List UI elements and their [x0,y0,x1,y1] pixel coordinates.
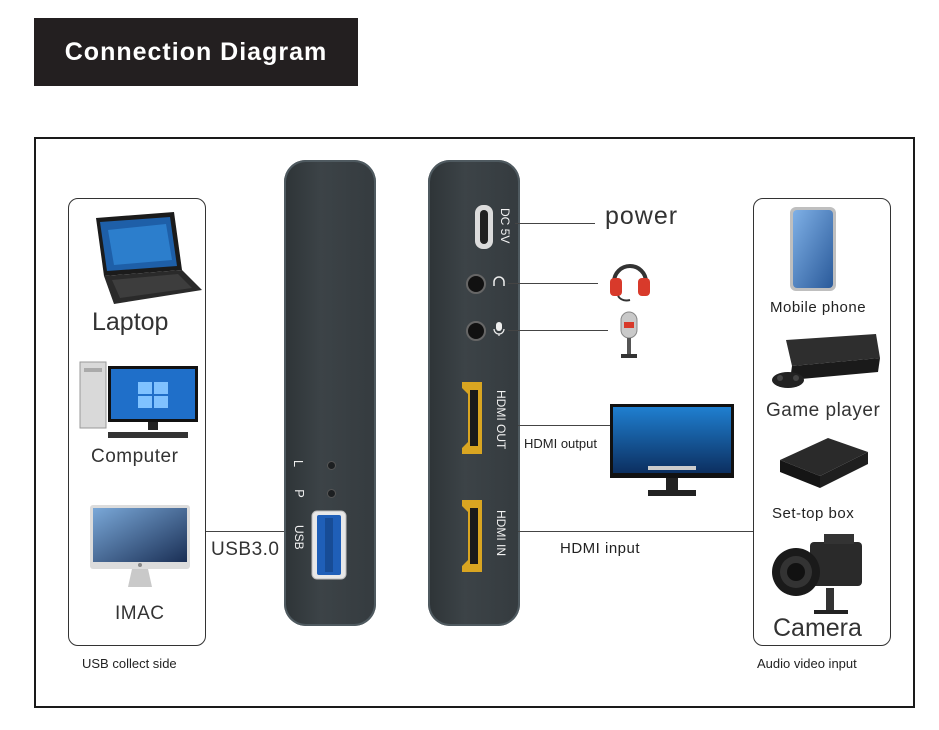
imac-label: IMAC [115,603,165,624]
laptop-icon [96,212,202,304]
audio-video-input-caption: Audio video input [757,656,857,671]
set-top-box-label: Set-top box [772,505,855,522]
hdmi-output-line [518,425,610,426]
hdmi-in-port-icon [462,500,482,572]
power-line [515,223,595,224]
headphone-symbol-icon [493,276,505,286]
headphone-line [508,283,598,284]
microphone-icon [620,311,638,358]
desktop-computer-icon [79,361,198,438]
indicator-l-label: L [291,459,307,468]
usb-port-label: USB [292,525,306,550]
dc5v-label: DC 5V [498,208,512,244]
hdmi-input-label: HDMI input [560,540,641,557]
computer-label: Computer [91,446,179,467]
hdmi-out-label: HDMI OUT [494,390,508,450]
power-label: power [605,202,679,230]
dc-power-port-icon [475,205,493,249]
usb-port-icon [311,510,347,580]
usb-connection-line [206,531,288,532]
page-title-text: Connection Diagram [64,37,328,66]
set-top-box-icon [780,438,868,488]
camera-label: Camera [773,614,862,642]
hdmi-out-port-icon [462,382,482,454]
imac-icon [90,505,190,587]
mic-jack-icon [466,321,486,341]
page-title: Connection Diagram [34,18,358,86]
led-l-icon [327,461,336,470]
game-player-label: Game player [766,400,881,421]
mobile-phone-label: Mobile phone [770,299,867,316]
usb-collect-side-caption: USB collect side [82,656,177,671]
led-p-icon [327,489,336,498]
indicator-p-label: P [291,489,307,498]
headphone-jack-icon [466,274,486,294]
mobile-phone-icon [790,207,836,291]
headset-icon [610,264,650,302]
diagram-frame [34,137,915,708]
monitor-icon [610,404,734,496]
right-source-panel [753,198,891,646]
mic-symbol-icon [493,322,505,336]
microphone-line [508,330,608,331]
video-camera-icon [772,534,862,614]
hdmi-output-label: HDMI output [524,436,597,451]
hdmi-in-label: HDMI IN [494,510,508,556]
game-console-icon [772,334,880,388]
left-device-panel [68,198,206,646]
usb3-label: USB3.0 [211,539,280,560]
laptop-label: Laptop [92,308,169,336]
hdmi-input-line [518,531,754,532]
